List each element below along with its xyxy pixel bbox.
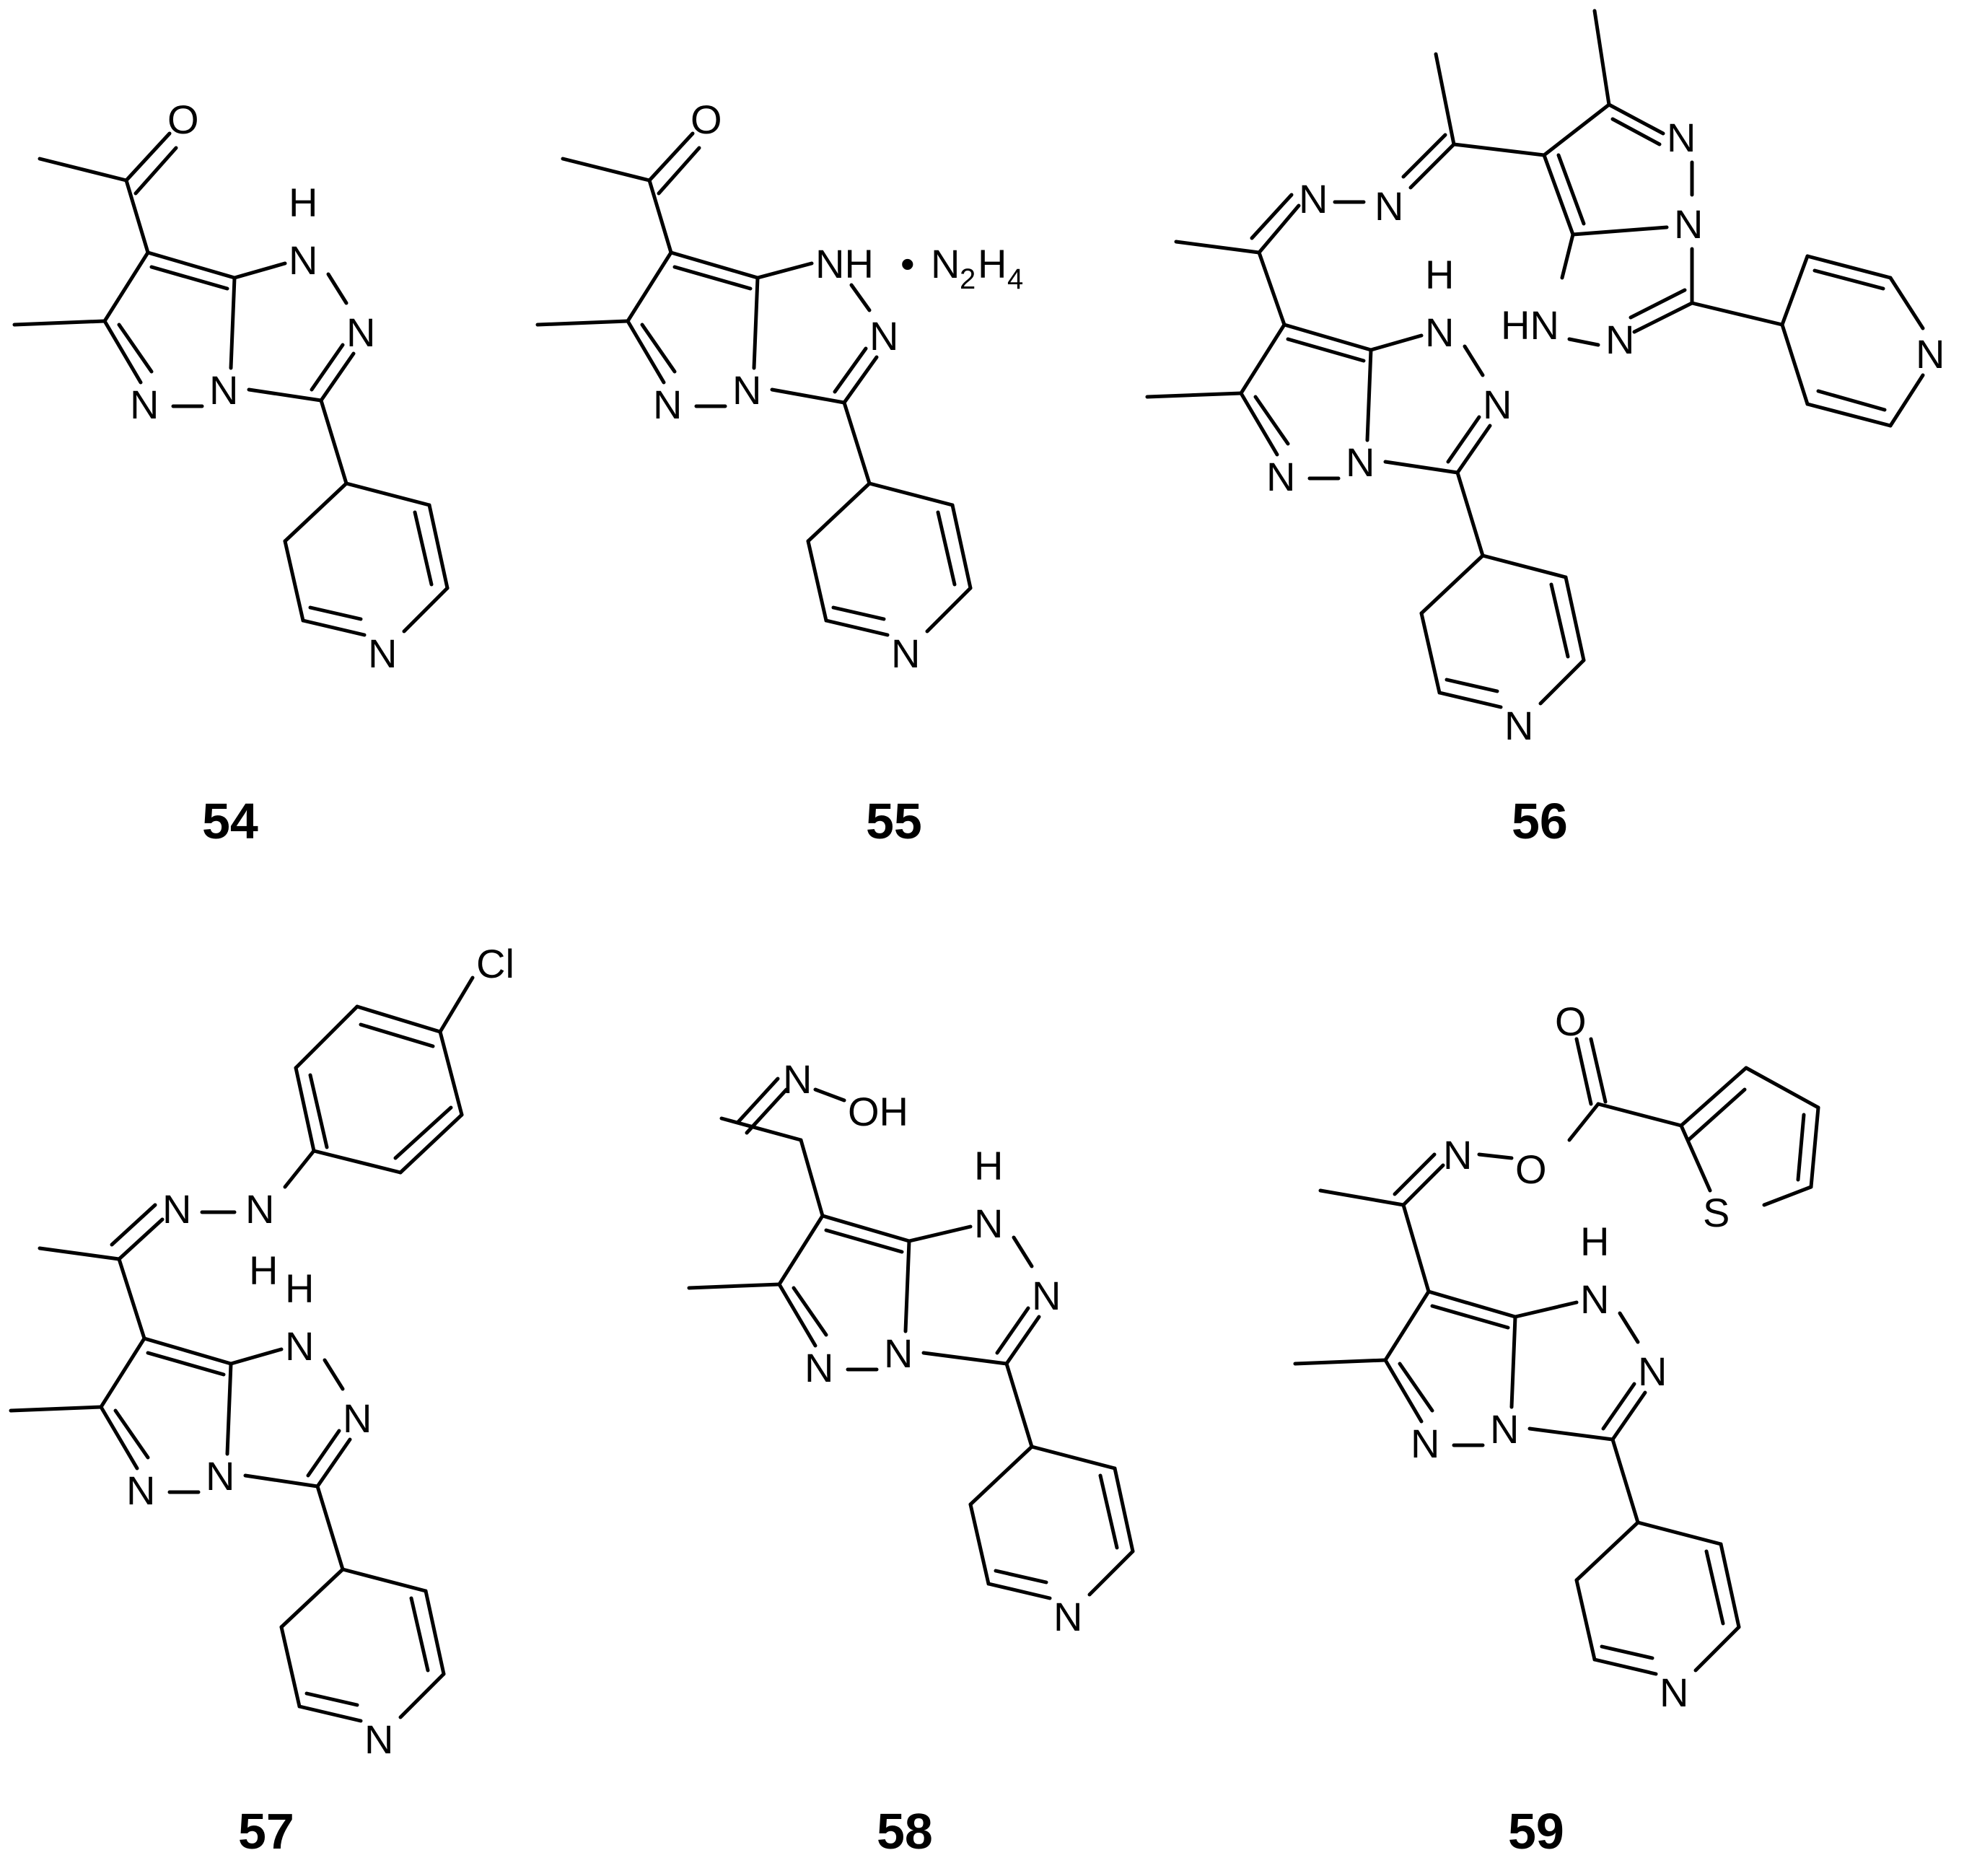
atom-N: N	[209, 367, 238, 413]
subscript-4: 4	[1007, 263, 1023, 295]
atom-N: N	[931, 241, 960, 286]
atom-N: N	[1580, 1276, 1609, 1322]
atom-H: H	[978, 241, 1007, 286]
compound-number-59: 59	[1508, 1803, 1564, 1859]
atom-N: N	[1490, 1406, 1519, 1452]
atom-N: N	[783, 1056, 812, 1102]
compound-59: O O N S N N H N N	[1293, 999, 1820, 1859]
atom-N: N	[1674, 201, 1703, 247]
compound-number-54: 54	[202, 793, 258, 849]
atom-S: S	[1703, 1190, 1730, 1235]
atom-NH: NH	[815, 241, 874, 286]
atom-H: H	[1425, 252, 1454, 297]
atom-N: N	[1504, 703, 1533, 748]
compound-number-55: 55	[866, 793, 922, 849]
compound-number-58: 58	[877, 1803, 933, 1859]
atom-H: H	[289, 180, 317, 225]
atom-H: H	[1580, 1219, 1609, 1264]
atom-N: N	[1425, 310, 1454, 355]
atom-N: N	[364, 1717, 393, 1762]
atom-N: N	[974, 1201, 1003, 1246]
atom-HN: HN	[1501, 302, 1559, 348]
atom-O: O	[1515, 1147, 1547, 1192]
atom-N: N	[869, 313, 898, 359]
atom-N: N	[368, 631, 397, 676]
atom-N: N	[206, 1453, 234, 1499]
compound-number-57: 57	[238, 1803, 294, 1859]
atom-N: N	[1053, 1594, 1082, 1639]
atom-N: N	[289, 237, 317, 283]
compound-56: N N N N H N N N	[1145, 9, 1945, 849]
atom-O: O	[691, 97, 722, 142]
atom-N: N	[1605, 317, 1634, 362]
compound-55: O N N NH • N 2 H 4 N N 55	[535, 97, 1023, 849]
atom-N: N	[1483, 382, 1512, 427]
atom-N: N	[130, 382, 159, 427]
compound-58: N OH N N H N N N 58	[687, 1056, 1135, 1859]
atom-N: N	[343, 1395, 372, 1441]
atom-N: N	[1346, 439, 1375, 485]
atom-N: N	[126, 1468, 155, 1513]
adduct-dot: •	[900, 241, 915, 286]
atom-O: O	[1555, 999, 1587, 1044]
atom-N: N	[1299, 176, 1328, 222]
atom-N: N	[245, 1186, 274, 1232]
atom-O: O	[167, 97, 199, 142]
atom-H: H	[285, 1266, 314, 1311]
atom-N: N	[346, 310, 375, 355]
atom-N: N	[1032, 1273, 1061, 1318]
atom-Cl: Cl	[476, 941, 514, 986]
atom-N: N	[1660, 1670, 1688, 1715]
atom-N: N	[653, 382, 682, 427]
atom-OH: OH	[848, 1089, 908, 1134]
atom-N: N	[805, 1345, 833, 1390]
compound-54: O N N H N N N 54	[12, 97, 450, 849]
atom-H: H	[974, 1143, 1003, 1188]
atom-N: N	[1411, 1421, 1439, 1466]
compound-number-56: 56	[1512, 793, 1568, 849]
atom-N: N	[1443, 1132, 1472, 1178]
atom-N: N	[1638, 1349, 1667, 1394]
atom-N: N	[1916, 331, 1945, 377]
atom-N: N	[162, 1186, 191, 1232]
atom-N: N	[1266, 454, 1295, 499]
atom-N: N	[891, 631, 920, 676]
atom-N: N	[884, 1331, 913, 1376]
atom-N: N	[732, 367, 761, 413]
subscript-2: 2	[960, 263, 976, 295]
atom-N: N	[1667, 115, 1696, 160]
compound-57: Cl N H N N N H N N	[9, 941, 514, 1859]
atom-H: H	[249, 1248, 278, 1293]
atom-N: N	[1375, 183, 1403, 229]
atom-N: N	[285, 1323, 314, 1369]
